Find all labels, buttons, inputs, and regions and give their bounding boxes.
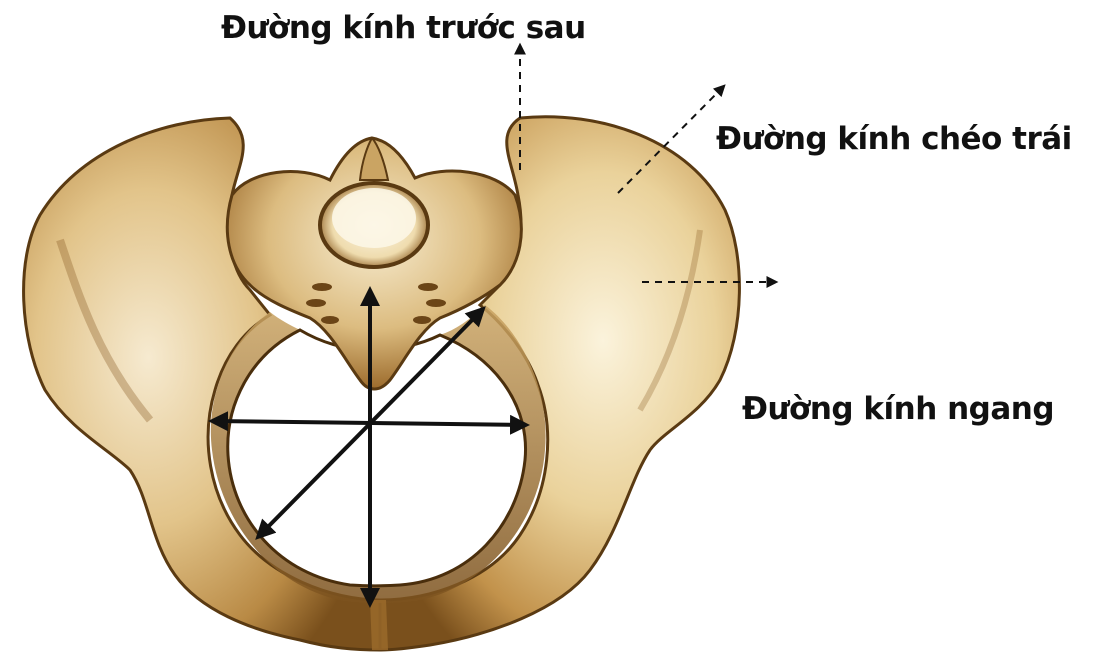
pubic-symphysis xyxy=(370,600,388,650)
oblique-left-label: Đường kính chéo trái xyxy=(716,121,1072,157)
transverse-label: Đường kính ngang xyxy=(742,391,1054,427)
anteroposterior-label: Đường kính trước sau xyxy=(221,10,586,46)
pelvis-illustration xyxy=(24,117,740,650)
